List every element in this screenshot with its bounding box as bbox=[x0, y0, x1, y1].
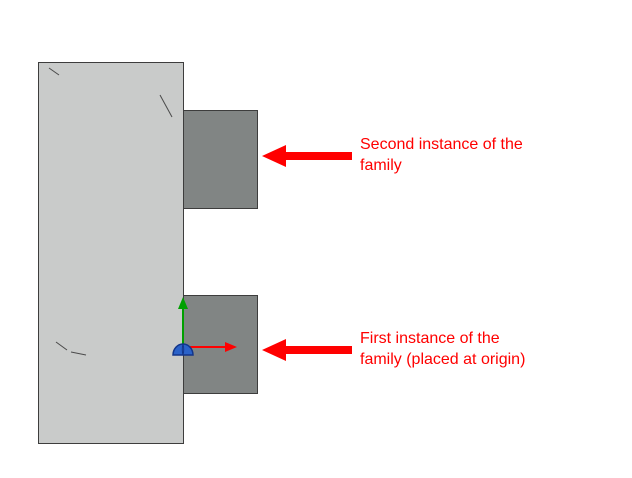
sketch-mark bbox=[55, 341, 68, 351]
gizmo-x-arrowhead-icon bbox=[225, 342, 237, 352]
sketch-mark bbox=[70, 351, 87, 356]
sketch-mark bbox=[48, 67, 60, 76]
origin-gizmo bbox=[172, 297, 237, 356]
first-family-instance bbox=[183, 295, 258, 394]
gizmo-origin-meridians bbox=[181, 343, 185, 356]
sketch-mark bbox=[159, 94, 173, 118]
host-wall bbox=[38, 62, 184, 444]
gizmo-y-arrowhead-icon bbox=[178, 297, 188, 309]
callout-first-instance-label: First instance of the family (placed at … bbox=[360, 330, 526, 368]
callout-arrow-second-icon bbox=[262, 145, 352, 167]
callout-second-instance-label: Second instance of the family bbox=[360, 136, 523, 174]
gizmo-origin-dome-icon bbox=[172, 343, 194, 356]
sketch-marks bbox=[48, 67, 173, 356]
callout-arrow-first-icon bbox=[262, 339, 352, 361]
second-family-instance bbox=[183, 110, 258, 209]
